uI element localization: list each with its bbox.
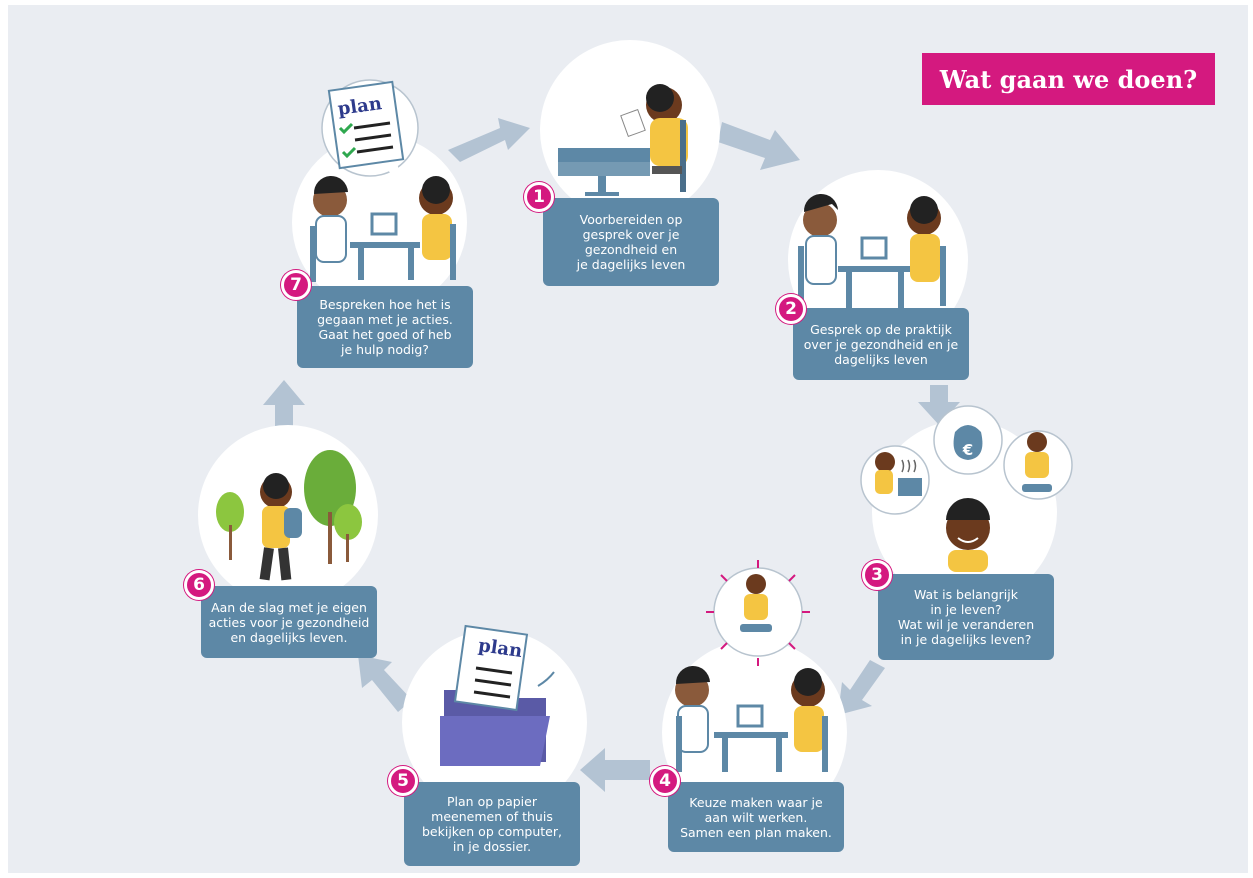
step-3-box: Wat is belangrijk in je leven? Wat wil j…: [878, 574, 1054, 660]
page-title: Wat gaan we doen?: [922, 53, 1215, 105]
arrow-6-7: [263, 380, 305, 430]
step-1-line: je dagelijks leven: [576, 257, 686, 272]
thinking-person-icon: €: [860, 405, 1073, 572]
arrow-4-5: [580, 748, 650, 792]
step-5-number: 5: [388, 766, 418, 796]
arrow-1-2: [718, 122, 800, 170]
step-1-box: Voorbereiden op gesprek over je gezondhe…: [543, 198, 719, 286]
step-7-line: gegaan met je acties.: [317, 312, 453, 327]
step-1-number: 1: [524, 182, 554, 212]
step-2-line: Gesprek op de praktijk: [810, 321, 952, 337]
step-1-line: gesprek over je: [582, 227, 680, 242]
step-7-number: 7: [281, 270, 311, 300]
step-1-line: gezondheid en: [584, 242, 678, 257]
step-5-line: in je dossier.: [452, 839, 532, 854]
step-7-line: Bespreken hoe het is: [319, 297, 451, 312]
step-5-line: bekijken op computer,: [421, 824, 562, 839]
step-3-number: 3: [862, 560, 892, 590]
step-7-box: Bespreken hoe het is gegaan met je actie…: [297, 286, 473, 368]
person-walking-icon: [216, 450, 362, 581]
step-4-line: aan wilt werken.: [704, 809, 808, 825]
step-6-line: en dagelijks leven.: [230, 629, 348, 645]
step-6-box: Aan de slag met je eigen acties voor je …: [201, 586, 377, 658]
step-7-line: Gaat het goed of heb: [318, 327, 452, 342]
arrow-5-6: [358, 655, 412, 712]
arrow-3-4: [838, 660, 885, 715]
step-6-line: Aan de slag met je eigen: [211, 599, 367, 615]
svg-text:€: €: [962, 441, 973, 459]
step-6-line: acties voor je gezondheid: [208, 614, 370, 630]
step-2-line: over je gezondheid en je: [803, 336, 959, 352]
step-2-box: Gesprek op de praktijk over je gezondhei…: [793, 308, 969, 380]
doctor-patient-conversation-icon: [798, 193, 946, 308]
arrow-2-3: [918, 385, 960, 425]
step-7-line: je hulp nodig?: [341, 342, 429, 357]
step-3-line: in je dagelijks leven?: [900, 632, 1032, 647]
step-4-box: Keuze maken waar je aan wilt werken. Sam…: [668, 782, 844, 852]
step-4-number: 4: [650, 766, 680, 796]
step-5-line: meenemen of thuis: [431, 809, 553, 824]
step-3-line: Wat is belangrijk: [914, 587, 1018, 602]
step-4-line: Keuze maken waar je: [689, 794, 823, 810]
step-1-line: Voorbereiden op: [579, 212, 683, 227]
step-5-box: Plan op papier meenemen of thuis bekijke…: [404, 782, 580, 866]
step-2-number: 2: [776, 294, 806, 324]
step-4-line: Samen een plan maken.: [680, 824, 832, 840]
plan-folder-icon: plan: [440, 624, 555, 766]
step-3-line: Wat wil je veranderen: [897, 617, 1035, 632]
step-6-number: 6: [184, 570, 214, 600]
doctor-patient-review-icon: plan: [310, 79, 456, 282]
step-2-line: dagelijks leven: [834, 351, 928, 367]
arrow-7-1: [448, 118, 530, 162]
step-3-line: in je leven?: [930, 602, 1002, 617]
doctor-patient-plan-icon: [675, 560, 828, 772]
step-5-line: Plan op papier: [447, 794, 537, 809]
person-reading-at-table-icon: [558, 84, 688, 196]
